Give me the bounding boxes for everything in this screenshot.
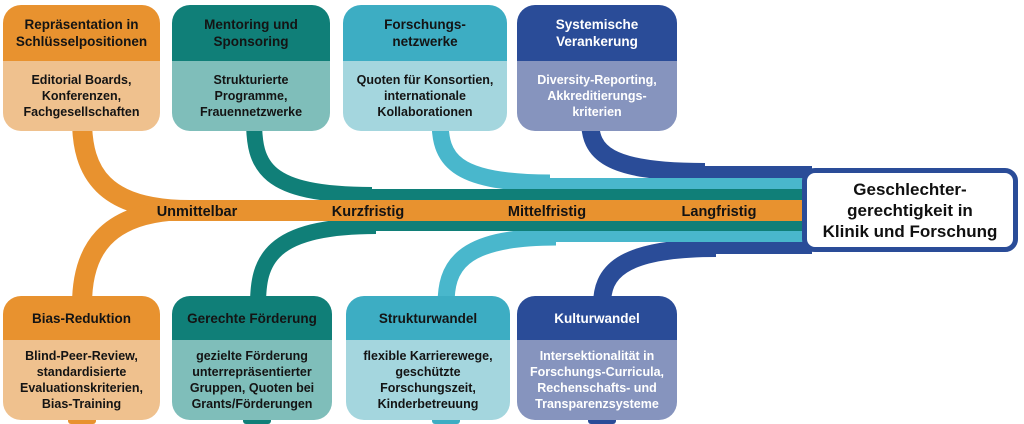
category-box-gerechte-foerderung: Gerechte Förderung gezielte Förderung un… <box>172 296 332 420</box>
band-cyan-bottom <box>550 231 812 242</box>
category-detail: Intersektionalität in Forschungs-Curricu… <box>517 340 677 420</box>
band-cyan-top <box>545 178 812 189</box>
flow-teal-top <box>246 119 373 203</box>
category-detail: Strukturierte Programme, Frauennetzwerke <box>172 61 330 131</box>
category-box-bias-reduktion: Bias-Reduktion Blind-Peer-Review, standa… <box>3 296 160 420</box>
band-teal-bottom <box>372 221 812 231</box>
flow-teal-bottom <box>250 218 377 306</box>
category-detail: gezielte Förderung unterrepräsentierter … <box>172 340 332 420</box>
category-title: Repräsentation in Schlüsselpositionen <box>3 5 160 61</box>
category-detail: flexible Karrierewege, geschützte Forsch… <box>346 340 510 420</box>
category-detail: Editorial Boards, Konferenzen, Fachgesel… <box>3 61 160 131</box>
category-title: Systemische Verankerung <box>517 5 677 61</box>
band-blue-bottom <box>710 242 812 254</box>
timeline-label-mittelfristig: Mittelfristig <box>508 204 586 220</box>
category-title: Mentoring und Sponsoring <box>172 5 330 61</box>
category-title: Forschungs- netzwerke <box>343 5 507 61</box>
band-teal-top <box>368 189 812 200</box>
category-title: Strukturwandel <box>346 296 510 340</box>
category-box-repraesentation: Repräsentation in Schlüsselpositionen Ed… <box>3 5 160 131</box>
category-detail: Blind-Peer-Review, standardisierte Evalu… <box>3 340 160 420</box>
flow-orange-bottom <box>72 200 191 306</box>
flow-cyan-top <box>431 119 551 192</box>
category-box-kulturwandel: Kulturwandel Intersektionalität in Forsc… <box>517 296 677 420</box>
band-blue-top <box>700 166 812 178</box>
band-orange <box>148 200 812 221</box>
category-title: Bias-Reduktion <box>3 296 160 340</box>
timeline-label-kurzfristig: Kurzfristig <box>332 204 405 220</box>
category-title: Gerechte Förderung <box>172 296 332 340</box>
target-title: Geschlechter- gerechtigkeit in Klinik un… <box>822 179 998 241</box>
flow-cyan-bottom <box>437 228 557 306</box>
category-detail: Quoten für Konsortien, internationale Ko… <box>343 61 507 131</box>
category-detail: Diversity-Reporting, Akkreditierungs- kr… <box>517 61 677 131</box>
category-title: Kulturwandel <box>517 296 677 340</box>
flow-blue-bottom <box>593 239 717 306</box>
timeline-label-unmittelbar: Unmittelbar <box>157 204 238 220</box>
category-box-mentoring: Mentoring und Sponsoring Strukturierte P… <box>172 5 330 131</box>
category-box-forschungsnetzwerke: Forschungs- netzwerke Quoten für Konsort… <box>343 5 507 131</box>
target-box: Geschlechter- gerechtigkeit in Klinik un… <box>802 168 1018 252</box>
timeline-label-langfristig: Langfristig <box>682 204 757 220</box>
flow-orange-top <box>72 119 191 220</box>
category-box-systemische-verankerung: Systemische Verankerung Diversity-Report… <box>517 5 677 131</box>
category-box-strukturwandel: Strukturwandel flexible Karrierewege, ge… <box>346 296 510 420</box>
